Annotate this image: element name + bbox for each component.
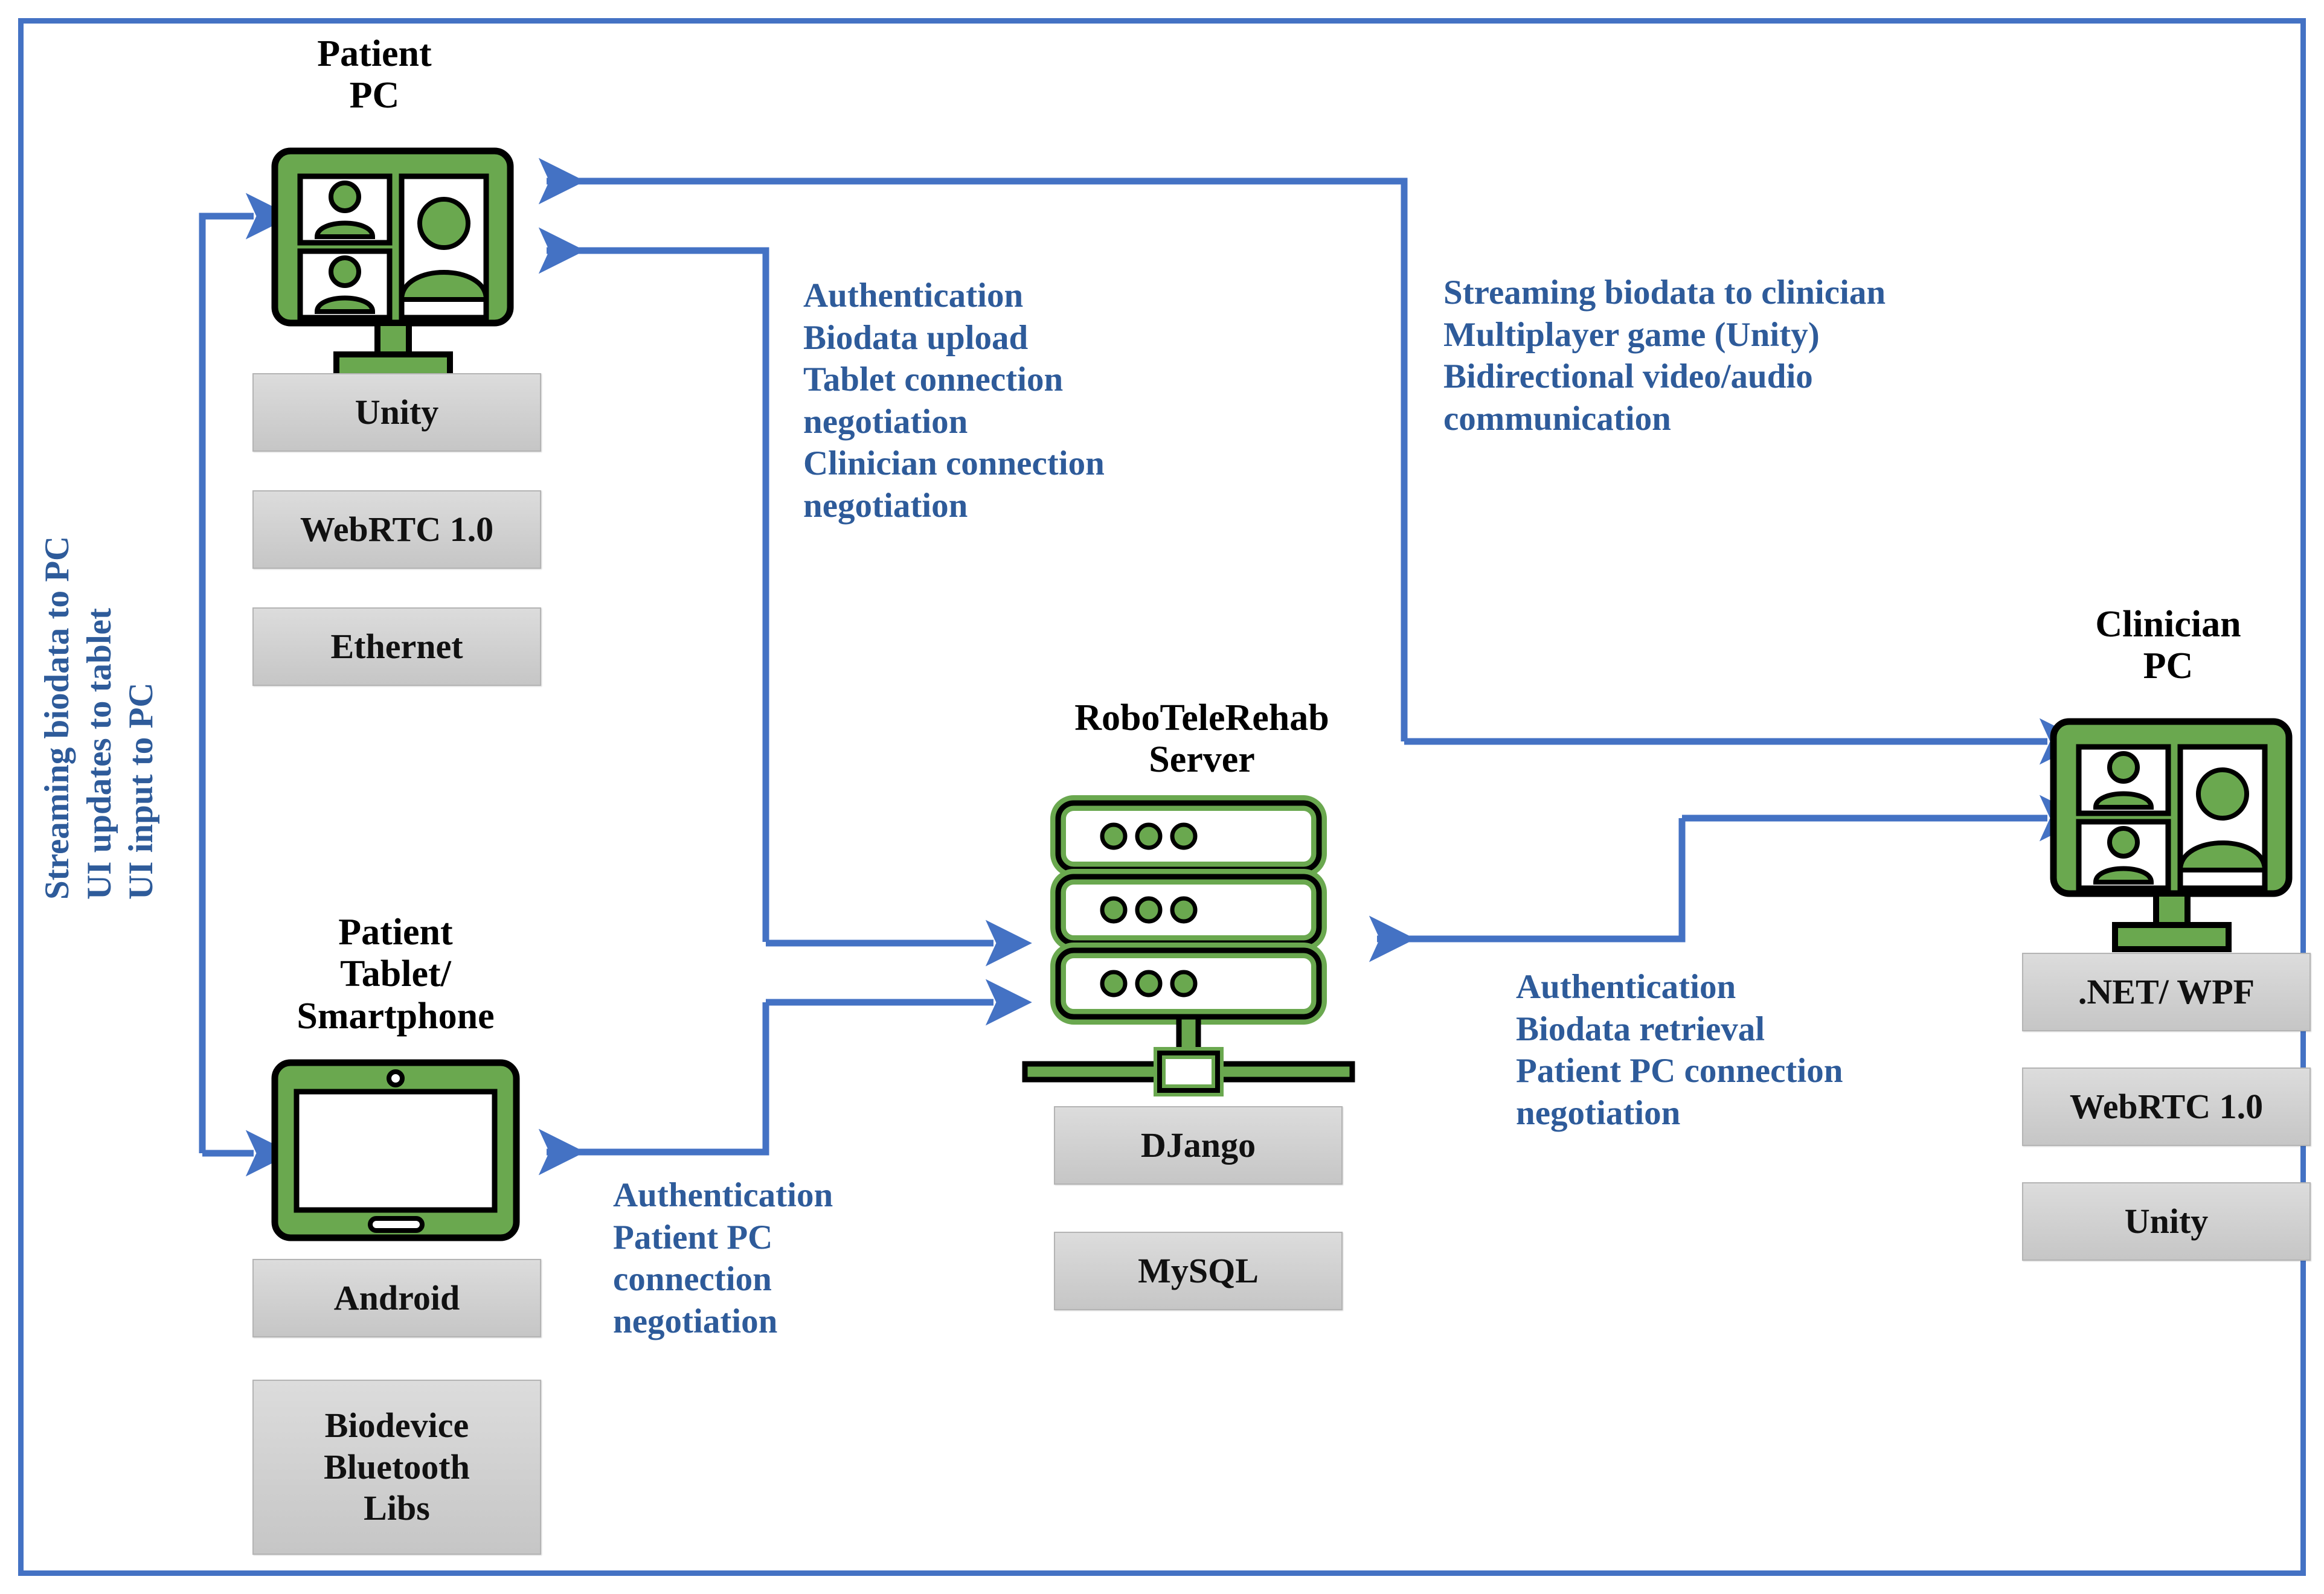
annotation-tablet-server: Authentication Patient PC connection neg… xyxy=(613,1176,833,1340)
arrow-clinician-to-server xyxy=(1369,818,1682,962)
patient-tablet-title: Patient Tablet/ Smartphone xyxy=(297,912,495,1037)
patient-pc-title: Patient PC xyxy=(317,33,432,117)
server-stack-django: DJango xyxy=(1054,1106,1343,1185)
server-stack-mysql: MySQL xyxy=(1054,1232,1343,1310)
patient-pc-stack-unity: Unity xyxy=(252,373,541,452)
clinician-pc-title: Clinician PC xyxy=(2095,604,2241,687)
arrow-server-to-patient-pc xyxy=(538,227,766,942)
clinician-pc-stack-net: .NET/ WPF xyxy=(2022,953,2311,1031)
arrow-server-to-tablet xyxy=(538,1002,766,1176)
annotation-patient-pc-clinician: Streaming biodata to clinician Multiplay… xyxy=(1443,274,1886,438)
clinician-pc-stack-webrtc: WebRTC 1.0 xyxy=(2022,1067,2311,1146)
patient-pc-stack-ethernet: Ethernet xyxy=(252,607,541,686)
arrow-bus-to-patient-pc xyxy=(202,193,292,1153)
annotation-patient-pc-server: Authentication Biodata upload Tablet con… xyxy=(803,277,1105,525)
server-title: RoboTeleRehab Server xyxy=(1074,697,1329,781)
arrow-clinician-to-patient-pc-path xyxy=(538,158,1404,741)
patient-tablet-stack-biodevice: Biodevice Bluetooth Libs xyxy=(252,1380,541,1555)
annotation-tablet-pc-link: Streaming biodata to PC UI updates to ta… xyxy=(38,536,161,900)
patient-tablet-stack-android: Android xyxy=(252,1259,541,1337)
patient-pc-stack-webrtc: WebRTC 1.0 xyxy=(252,490,541,569)
diagram-border xyxy=(18,18,2306,1576)
clinician-pc-stack-unity: Unity xyxy=(2022,1182,2311,1261)
annotation-clinician-server: Authentication Biodata retrieval Patient… xyxy=(1516,968,1843,1132)
